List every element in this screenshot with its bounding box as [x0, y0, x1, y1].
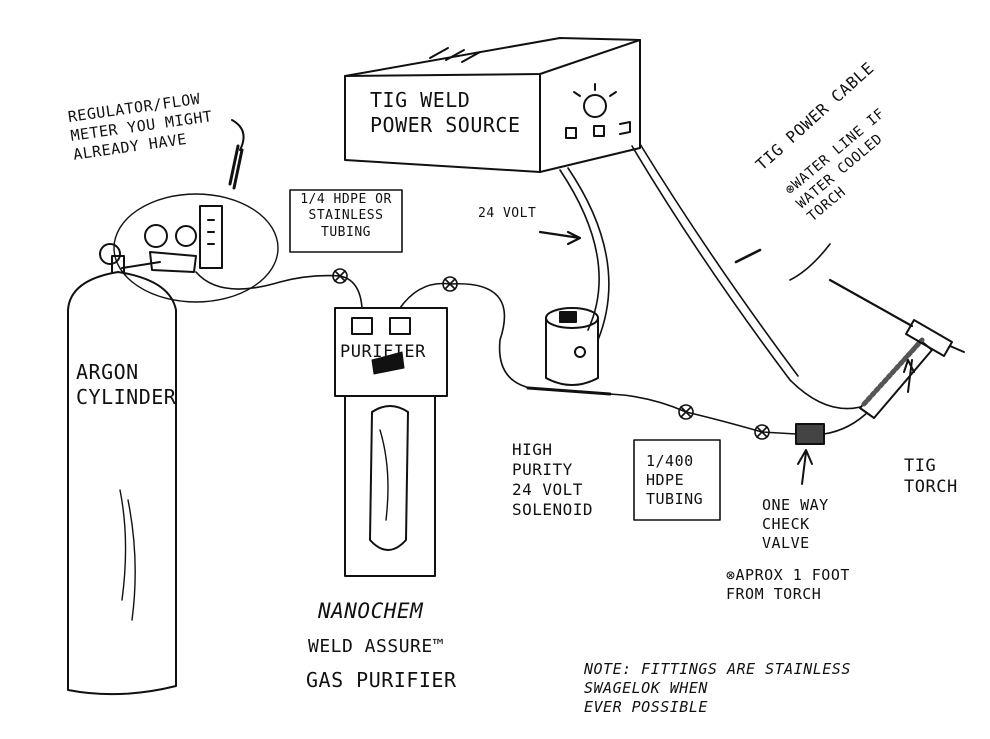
check-valve-label: ONE WAY CHECK VALVE [762, 496, 829, 552]
tig-torch [828, 278, 965, 419]
tig-power-cable [631, 143, 871, 410]
arrow-24v [538, 230, 582, 246]
solenoid-label: HIGH PURITY 24 VOLT SOLENOID [512, 440, 594, 519]
hdpe-tubing-box [633, 439, 721, 521]
tubing-label-box [289, 189, 403, 253]
volt-24-label: 24 VOLT [478, 206, 537, 221]
argon-cylinder [67, 243, 177, 696]
gas-purifier-label: GAS PURIFIER [306, 668, 457, 692]
purifier-label: PURIFIER [340, 342, 426, 362]
approx-foot-label: ⊗APROX 1 FOOT FROM TORCH [726, 566, 850, 603]
control-wire-24v [567, 167, 610, 341]
hdpe-tubing-label: 1/400 HDPE TUBING [646, 452, 704, 508]
power-source-box [344, 37, 641, 173]
weld-assure-label: WELD ASSURE™ [308, 636, 445, 657]
tubing-quarter-label: 1/4 HDPE OR STAINLESS TUBING [300, 192, 392, 240]
check-valve-arrow [797, 449, 813, 485]
fittings [332, 268, 770, 440]
gas-tubing [195, 271, 871, 435]
solenoid-valve [526, 307, 612, 396]
nanochem-label: NANOCHEM [318, 599, 424, 623]
purifier-unit [334, 307, 448, 577]
tig-torch-label: TIG TORCH [904, 456, 958, 498]
note-label: NOTE: FITTINGS ARE STAINLESS SWAGELOK WH… [584, 660, 851, 716]
argon-cylinder-label: ARGON CYLINDER [76, 360, 177, 409]
power-source-label: TIG WELD POWER SOURCE [370, 88, 521, 137]
regulator-flow-meter [113, 119, 279, 303]
check-valve-body [795, 423, 825, 445]
